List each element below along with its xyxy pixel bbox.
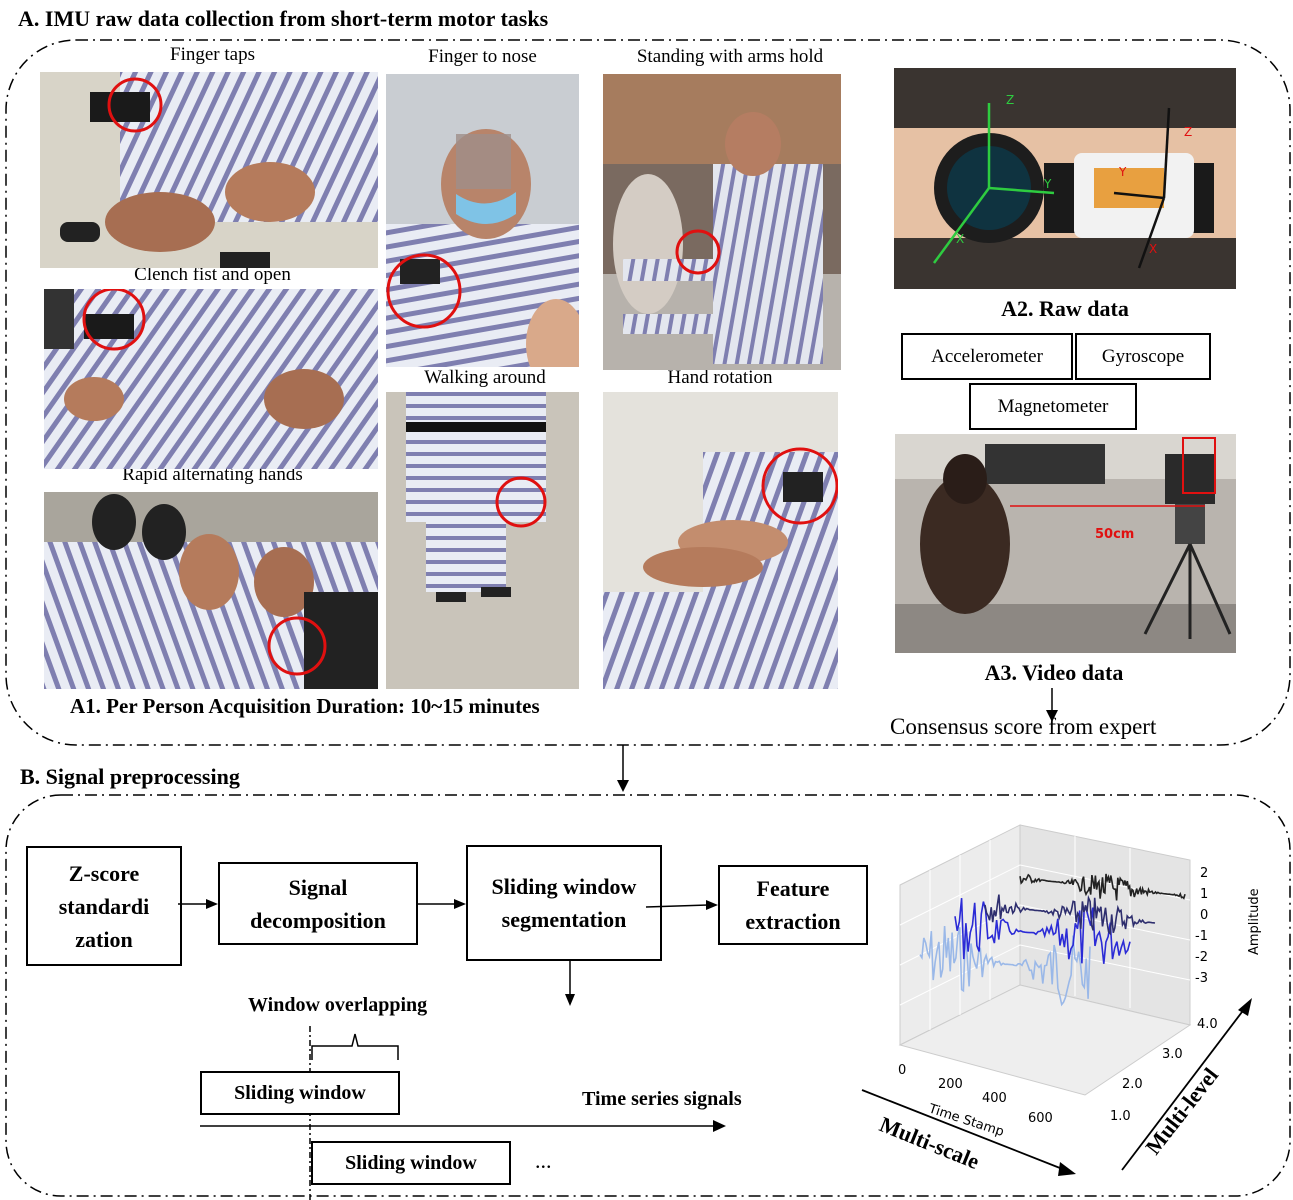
series-line-level-1 xyxy=(919,925,1091,1007)
photo-clench-fist xyxy=(44,289,378,469)
a3-title: A3. Video data xyxy=(984,660,1124,685)
series-line-level-2 xyxy=(954,898,1131,964)
caption-clench: Clench fist and open xyxy=(134,264,291,285)
photo-video-setup: 50cm xyxy=(895,434,1236,653)
z-tick: 1 xyxy=(1200,887,1208,902)
photo-rapid-alternating xyxy=(44,492,378,689)
caption-rapid: Rapid alternating hands xyxy=(122,464,303,485)
x-tick: 0 xyxy=(898,1063,906,1078)
caption-hand-rotation: Hand rotation xyxy=(667,367,773,388)
axis-label: Y xyxy=(1043,177,1052,191)
plot-series-group xyxy=(919,873,1186,1007)
photo-hand-rotation xyxy=(603,392,838,689)
y-tick: 3.0 xyxy=(1162,1047,1183,1062)
y-tick: 4.0 xyxy=(1197,1017,1218,1032)
sensor-accelerometer: Accelerometer xyxy=(901,333,1073,380)
x-tick: 200 xyxy=(938,1077,963,1092)
consensus-label: Consensus score from expert xyxy=(890,714,1157,739)
step-signal-decomposition: Signal decomposition xyxy=(218,862,418,945)
z-axis-label: Amplitude xyxy=(1247,888,1262,955)
sensor-magnetometer: Magnetometer xyxy=(969,383,1137,430)
x-tick: 600 xyxy=(1028,1111,1053,1126)
z-tick: -2 xyxy=(1195,950,1208,965)
multiscale-3d-plot: 0 200 400 600 Time Stamp 1.0 2.0 3.0 4.0… xyxy=(861,824,1262,1176)
z-tick: 0 xyxy=(1200,908,1208,923)
caption-standing: Standing with arms hold xyxy=(636,46,824,67)
a1-duration-label: A1. Per Person Acquisition Duration: 10~… xyxy=(70,694,540,718)
z-tick: -3 xyxy=(1195,971,1208,986)
multi-level-label: Multi-level xyxy=(1140,1063,1223,1159)
series-line-level-4 xyxy=(1019,873,1186,901)
photo-standing xyxy=(603,74,841,370)
sensor-gyroscope: Gyroscope xyxy=(1075,333,1211,380)
caption-finger-to-nose: Finger to nose xyxy=(428,46,537,67)
sliding-window-box-1: Sliding window xyxy=(200,1071,400,1115)
sliding-window-box-2: Sliding window xyxy=(311,1141,511,1185)
time-series-label: Time series signals xyxy=(582,1088,742,1110)
z-tick: 2 xyxy=(1200,866,1208,881)
axis-label: X xyxy=(956,232,964,246)
z-tick: -1 xyxy=(1195,929,1208,944)
ellipsis: ... xyxy=(535,1148,552,1173)
step-zscore: Z-score standardi zation xyxy=(26,846,182,966)
a2-title: A2. Raw data xyxy=(1001,296,1129,321)
distance-label: 50cm xyxy=(1095,527,1134,542)
series-line-level-3 xyxy=(984,894,1156,936)
section-b-title: B. Signal preprocessing xyxy=(20,764,240,789)
step-sliding-window-segmentation: Sliding window segmentation xyxy=(466,845,662,961)
step-feature-extraction: Feature extraction xyxy=(718,865,868,945)
axis-label: Z xyxy=(1184,125,1192,139)
y-tick: 2.0 xyxy=(1122,1077,1143,1092)
photo-walking xyxy=(386,392,579,689)
x-tick: 400 xyxy=(982,1091,1007,1106)
caption-finger-taps: Finger taps xyxy=(170,44,255,65)
photo-imu-device: Z Y X Z Y X xyxy=(894,68,1236,289)
axis-label: Y xyxy=(1118,165,1127,179)
photo-finger-to-nose xyxy=(386,74,579,367)
axis-label: X xyxy=(1149,242,1157,256)
y-tick: 1.0 xyxy=(1110,1109,1131,1124)
window-overlapping-label: Window overlapping xyxy=(248,994,428,1016)
section-a-title: A. IMU raw data collection from short-te… xyxy=(18,6,549,31)
caption-walking: Walking around xyxy=(424,367,546,388)
photo-finger-taps xyxy=(40,72,378,268)
axis-label: Z xyxy=(1006,93,1014,107)
